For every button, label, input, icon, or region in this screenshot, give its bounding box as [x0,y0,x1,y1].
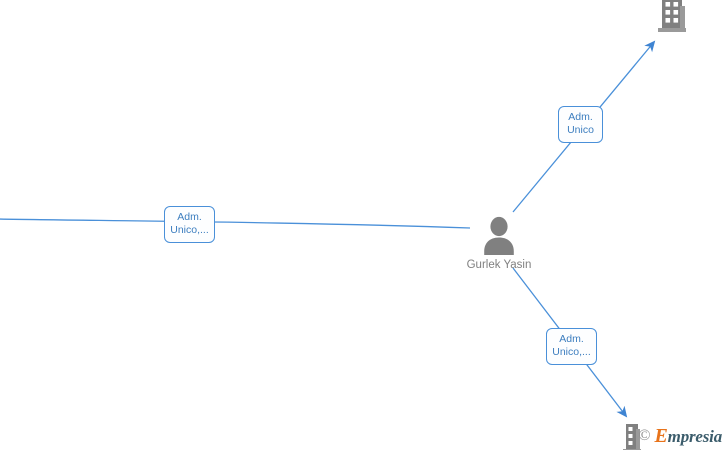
node-person-gurlek-yasin[interactable]: Gurlek Yasin [439,215,559,271]
empresia-watermark: © Empresia [638,426,722,446]
copyright-icon: © [638,427,651,444]
edge-label-left-line2: Unico,... [170,224,209,236]
edge-label-left[interactable]: Adm. Unico,... [164,206,215,243]
edge-label-top-right-line1: Adm. [568,111,593,123]
node-company-top-right[interactable] [654,0,690,38]
brand-logo: Empresia [654,425,723,447]
edge-label-top-right[interactable]: Adm. Unico [558,106,603,143]
edge-label-bottom-right[interactable]: Adm. Unico,... [546,328,597,365]
node-person-label: Gurlek Yasin [466,259,532,271]
brand-name: mpresia [667,427,723,446]
brand-initial: E [654,425,668,447]
edge-path-left [0,218,471,229]
edge-label-top-right-line2: Unico [567,124,594,136]
edge-label-bottom-right-line2: Unico,... [552,346,591,358]
edge-label-left-line1: Adm. [177,211,202,223]
company-building-icon [654,0,690,38]
edge-label-bottom-right-line1: Adm. [559,333,584,345]
person-icon [481,215,517,255]
